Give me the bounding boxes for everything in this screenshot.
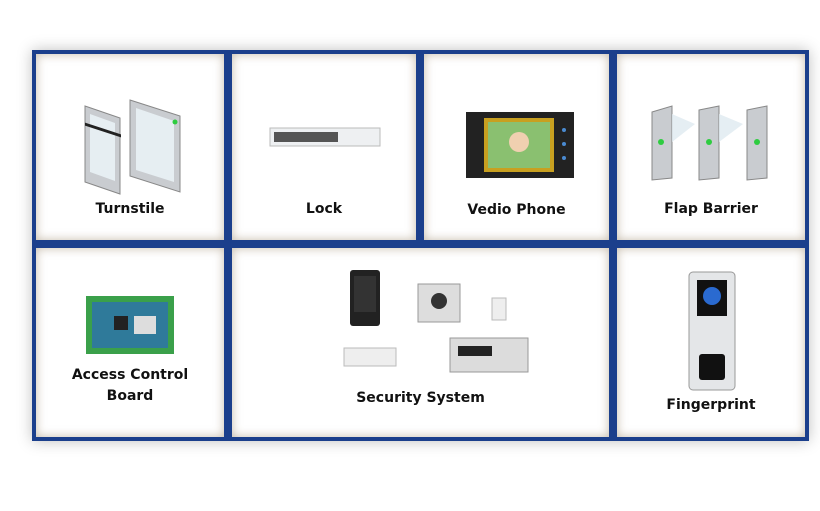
magnetic-lock-icon [269, 127, 381, 147]
product-label-line1: Access Control [71, 367, 189, 383]
product-card-security-system[interactable]: Security System [232, 248, 609, 437]
product-grid: Turnstile Lock Vedio Phone Flap Barrier [32, 50, 809, 441]
flap-barrier-icon [651, 105, 768, 181]
product-label-line2: Board [106, 388, 154, 404]
product-label: Flap Barrier [664, 201, 758, 217]
product-label: Vedio Phone [467, 202, 566, 218]
product-label: Turnstile [95, 201, 165, 217]
product-card-access-control-board[interactable]: Access Control Board [36, 248, 224, 437]
product-label: Security System [356, 390, 485, 406]
product-label: Lock [305, 201, 343, 217]
security-system-icon [343, 270, 529, 373]
product-card-lock[interactable]: Lock [232, 54, 416, 240]
product-card-turnstile[interactable]: Turnstile [36, 54, 224, 240]
fingerprint-terminal-icon [688, 271, 736, 391]
video-phone-icon [466, 112, 574, 178]
circuit-board-icon [86, 296, 174, 354]
product-card-video-phone[interactable]: Vedio Phone [424, 54, 609, 240]
product-label: Fingerprint [666, 397, 756, 413]
product-card-flap-barrier[interactable]: Flap Barrier [617, 54, 805, 240]
product-card-fingerprint[interactable]: Fingerprint [617, 248, 805, 437]
turnstile-icon [84, 99, 181, 195]
